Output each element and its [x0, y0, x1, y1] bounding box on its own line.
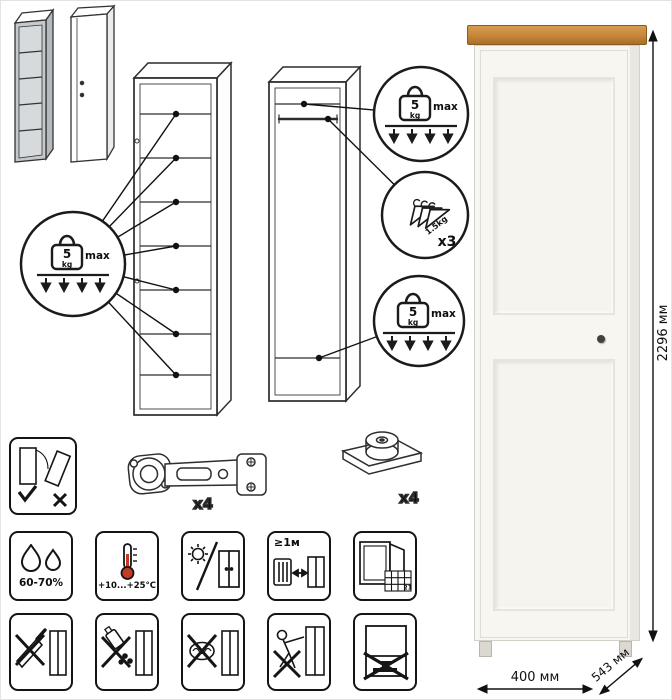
humidity-box: 60-70%: [9, 531, 73, 601]
door-panel-lower: [493, 359, 615, 611]
check-mark-icon: [17, 485, 38, 503]
leader-dots: [172, 100, 332, 379]
height-dimension: 2296 мм: [648, 29, 671, 643]
wardrobe-body: [474, 45, 640, 641]
humidity-drops-icon: [20, 543, 62, 572]
weight-unit: kg: [408, 318, 418, 327]
wardrobe-side-shade: [630, 46, 639, 640]
distance-label: ≥1м: [274, 536, 300, 549]
x-mark-icon: [14, 633, 46, 667]
anti-tip-icon: [17, 447, 72, 508]
weight-unit: kg: [410, 111, 420, 120]
weight-max-label: max: [85, 250, 110, 262]
x-mark-icon: [272, 649, 302, 679]
no-direct-sunlight-icon: [188, 541, 240, 591]
depth-dimension-label: 543 мм: [589, 645, 632, 685]
door-knob: [597, 335, 605, 343]
height-dimension-label: 2296 мм: [656, 305, 671, 362]
shelf-cabinet-diagram: [132, 61, 233, 417]
wardrobe-top-board: [467, 25, 647, 45]
width-dimension: 400 мм: [476, 670, 594, 694]
weight-value: 5: [409, 305, 417, 319]
leader-lines: [72, 103, 426, 376]
no-leaning-pushing-icon: [272, 626, 325, 679]
hanger-multiplier-label: x3: [438, 234, 457, 250]
no-leaning-box: [267, 613, 331, 691]
hinge-diagram: x4: [127, 453, 267, 514]
weight-limit-icon: 5 kg max: [385, 85, 458, 145]
x-mark-icon: [186, 634, 218, 668]
shelf-load-callout: 5 kg max: [19, 210, 127, 318]
no-sharp-objects-icon: [14, 628, 67, 676]
mini-cabinet-door: [69, 4, 116, 163]
leg-qty-label: x4: [399, 489, 419, 507]
weight-max-label: max: [433, 101, 458, 113]
ventilation-box: 21: [353, 531, 417, 601]
temperature-label: +10...+25°C: [97, 580, 157, 591]
hinge-qty-label: x4: [193, 495, 213, 513]
wardrobe-render: [467, 23, 647, 663]
x-mark-icon: [363, 651, 409, 681]
wardrobe-foot-right: [619, 641, 632, 657]
ventilation-window-icon: 21: [359, 541, 412, 592]
weight-unit: kg: [62, 260, 72, 269]
hangers-icon: [409, 198, 451, 230]
top-shelf-load-callout: 5 kg max: [372, 65, 470, 163]
weight-value: 5: [411, 98, 419, 112]
no-liquids-icon: [100, 625, 153, 676]
weight-max-label: max: [431, 308, 456, 320]
thermometer-icon: [120, 542, 137, 580]
wardrobe-door: [480, 50, 628, 638]
depth-dimension: 543 мм: [589, 645, 644, 695]
weight-limit-icon: 5 kg max: [37, 234, 110, 294]
x-mark-icon: [52, 492, 68, 508]
no-sharp-objects-box: [9, 613, 73, 691]
weight-limit-icon: 5 kg max: [383, 292, 456, 352]
x-mark-icon: [100, 635, 132, 669]
hanger-cabinet-diagram: [267, 65, 362, 403]
temperature-box: +10...+25°C: [95, 531, 159, 601]
no-abrasive-cleaning-icon: [186, 630, 239, 676]
hanger-load-callout: 1.5kg x3: [380, 170, 470, 260]
heat-distance-box: ≥1м: [267, 531, 331, 601]
wardrobe-foot-left: [479, 641, 492, 657]
down-arrows-icon: [40, 278, 106, 294]
mini-cabinet-open: [13, 7, 55, 163]
bottom-shelf-load-callout: 5 kg max: [372, 274, 466, 368]
no-liquids-box: [95, 613, 159, 691]
width-dimension-label: 400 мм: [511, 670, 560, 685]
no-abrasive-box: [181, 613, 245, 691]
no-heavy-items-icon: [363, 625, 409, 681]
sunlight-warning-box: [181, 531, 245, 601]
humidity-label: 60-70%: [18, 576, 64, 589]
heat-distance-icon: [273, 556, 325, 588]
window-badge-label: 21: [404, 585, 412, 592]
down-arrows-icon: [386, 336, 452, 352]
leg-diagram: x4: [340, 431, 424, 508]
weight-value: 5: [63, 247, 71, 261]
down-arrows-icon: [388, 129, 454, 145]
door-panel-upper: [493, 77, 615, 315]
no-heavy-load-box: [353, 613, 417, 691]
anti-tip-warning-box: [9, 437, 77, 515]
